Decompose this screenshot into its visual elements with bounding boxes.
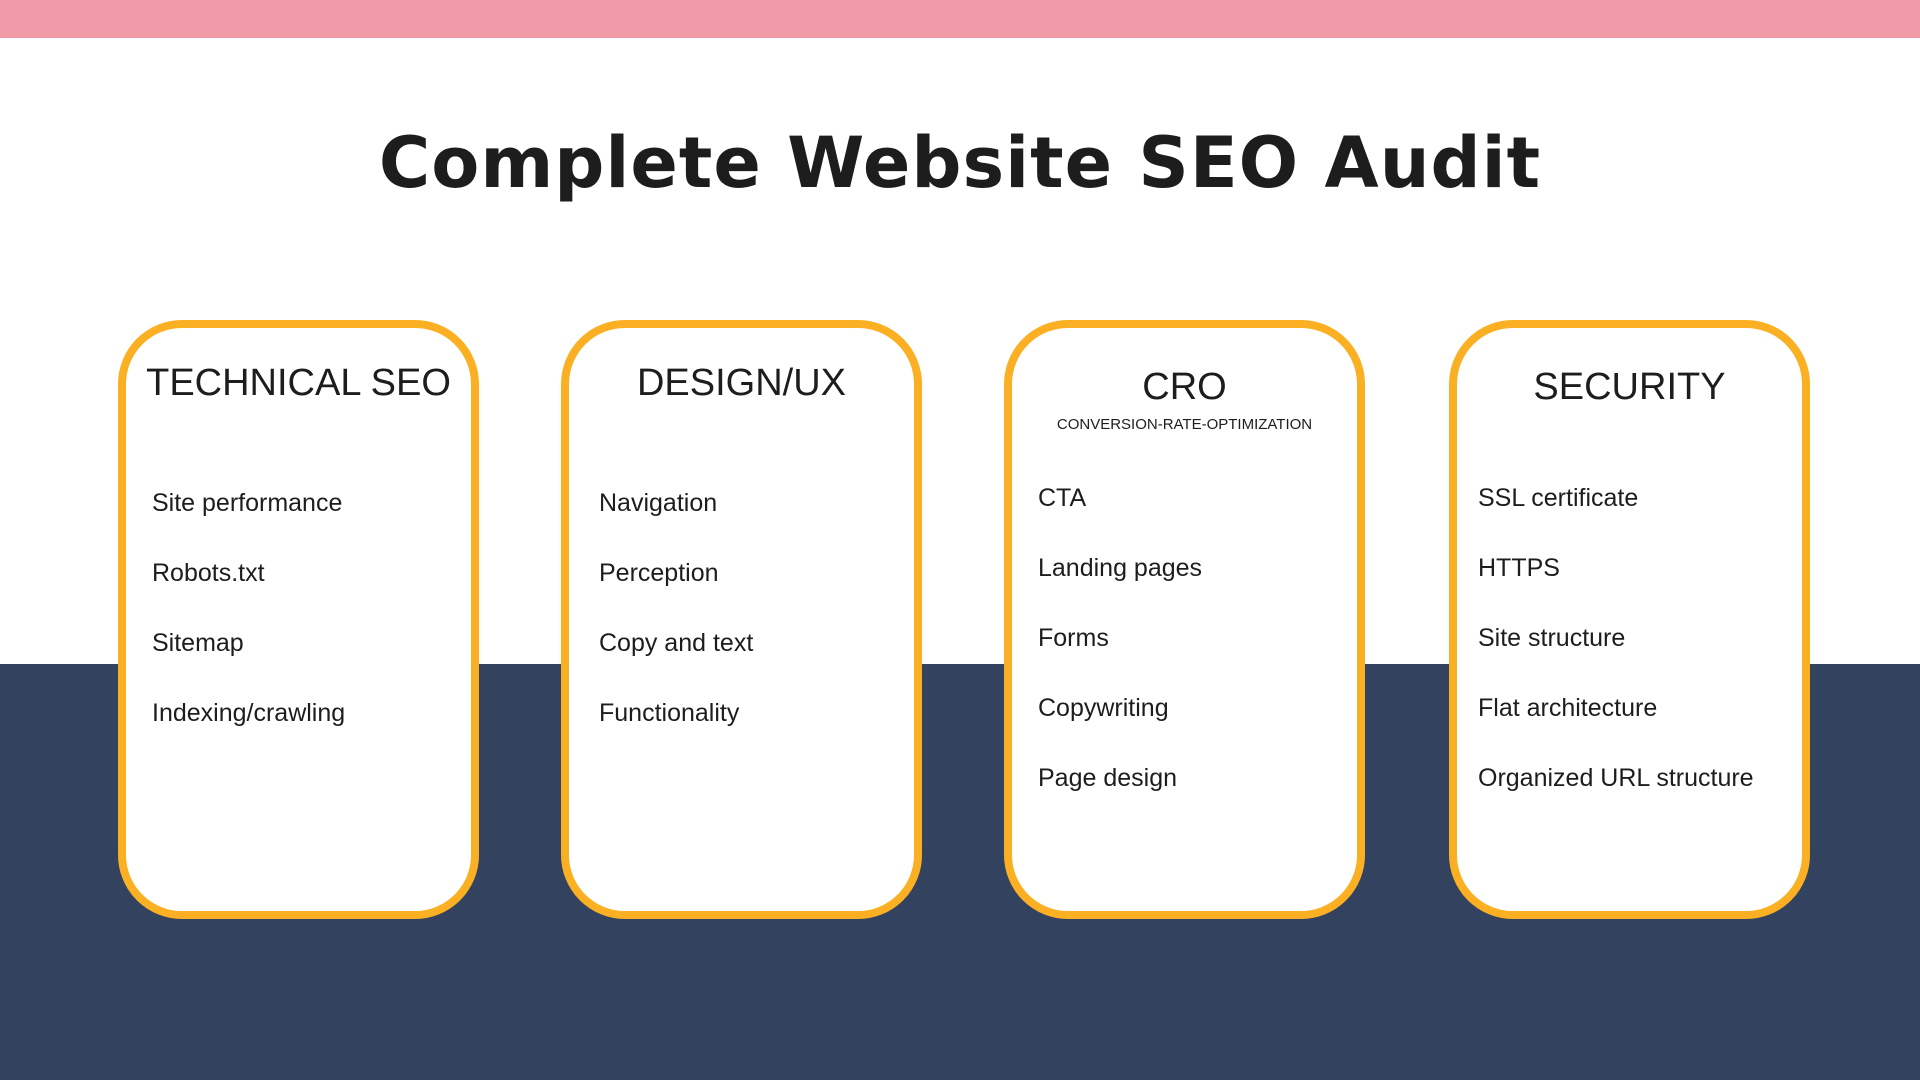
list-item: Flat architecture: [1478, 694, 1658, 722]
card-technical-seo: TECHNICAL SEO Site performance Robots.tx…: [118, 320, 479, 919]
page-title: Complete Website SEO Audit: [378, 122, 1542, 204]
list-item: Site performance: [152, 489, 343, 517]
list-item: SSL certificate: [1478, 484, 1639, 512]
card-title: SECURITY: [1533, 366, 1726, 408]
list-item: CTA: [1038, 484, 1087, 512]
list-item: Navigation: [599, 489, 718, 517]
card-cro: CRO CONVERSION-RATE-OPTIMIZATION CTA Lan…: [1004, 320, 1365, 919]
list-item: Robots.txt: [152, 559, 265, 587]
card-title: DESIGN/UX: [636, 362, 847, 404]
card-security: SECURITY SSL certificate HTTPS Site stru…: [1449, 320, 1810, 919]
card-title: TECHNICAL SEO: [146, 362, 451, 404]
list-item: Forms: [1038, 624, 1109, 652]
list-item: Site structure: [1478, 624, 1626, 652]
list-item: Landing pages: [1038, 554, 1203, 582]
list-item: Organized URL structure: [1478, 764, 1754, 792]
card-design-ux: DESIGN/UX Navigation Perception Copy and…: [561, 320, 922, 919]
list-item: Functionality: [599, 699, 740, 727]
list-item: HTTPS: [1478, 554, 1560, 582]
card-title: CRO: [1142, 366, 1227, 408]
list-item: Copywriting: [1038, 694, 1169, 722]
top-accent-bar: [0, 0, 1920, 38]
list-item: Perception: [599, 559, 719, 587]
card-subtitle: CONVERSION-RATE-OPTIMIZATION: [1056, 416, 1313, 433]
list-item: Indexing/crawling: [152, 699, 346, 727]
list-item: Sitemap: [152, 629, 244, 657]
list-item: Copy and text: [599, 629, 754, 657]
list-item: Page design: [1038, 764, 1178, 792]
